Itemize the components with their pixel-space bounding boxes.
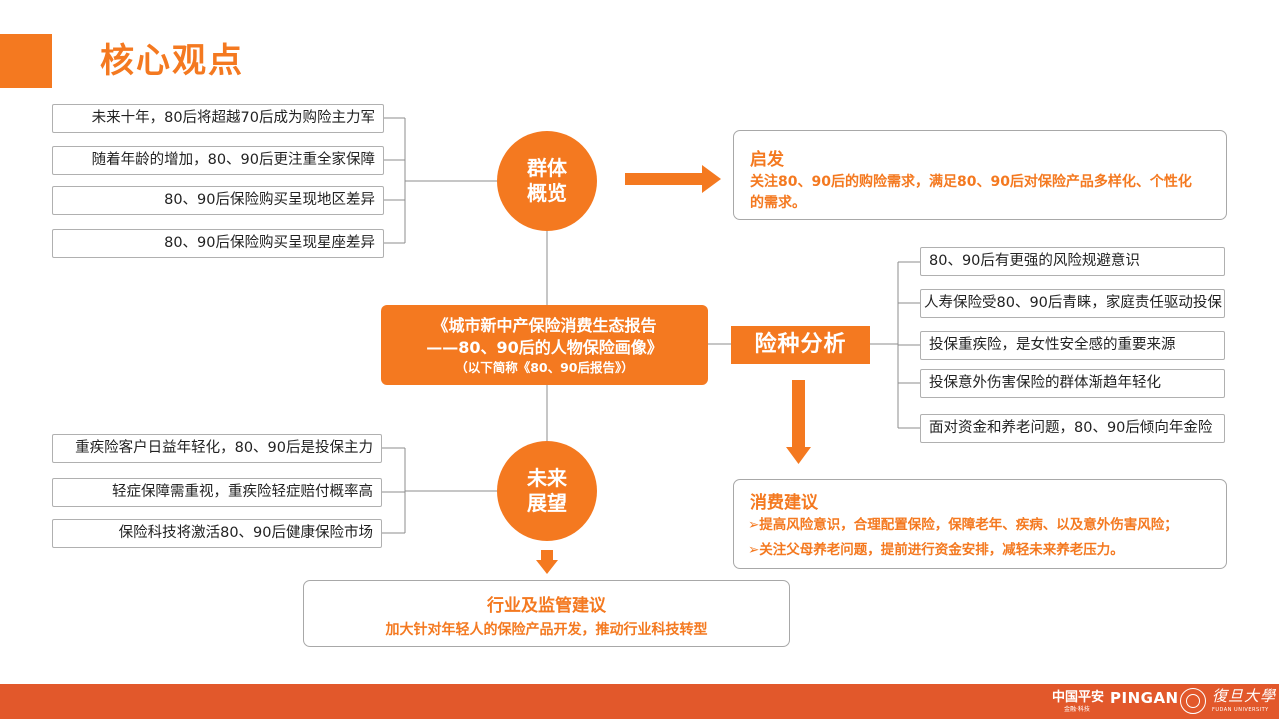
consumer-advice-box: 消费建议 ➢提高风险意识，合理配置保险，保障老年、疾病、以及意外伤害风险； ➢关… (733, 479, 1227, 569)
right-item-1: 80、90后有更强的风险规避意识 (920, 247, 1225, 276)
arrow-right-icon (625, 165, 721, 193)
fudan-seal-icon (1180, 688, 1206, 714)
inspire-heading: 启发 (750, 150, 784, 170)
top-left-item-3: 80、90后保险购买呈现地区差异 (52, 186, 384, 215)
industry-advice-heading: 行业及监管建议 (487, 596, 606, 616)
insurance-analysis-tag: 险种分析 (731, 326, 870, 364)
arrow-down-small-icon (536, 550, 558, 574)
group-overview-line2: 概览 (527, 181, 567, 205)
pingan-logo-sub: 金融·科技 (1064, 706, 1090, 713)
pingan-logo-cn: 中国平安 (1052, 690, 1105, 705)
group-overview-line1: 群体 (527, 156, 567, 180)
future-outlook-circle: 未来 展望 (497, 441, 597, 541)
bottom-left-item-3: 保险科技将激活80、90后健康保险市场 (52, 519, 382, 548)
industry-advice-box: 行业及监管建议 加大针对年轻人的保险产品开发，推动行业科技转型 (303, 580, 790, 647)
report-title-line3: （以下简称《80、90后报告》） (455, 360, 634, 375)
future-outlook-line1: 未来 (527, 466, 567, 490)
fudan-logo: 復旦大學 (1212, 687, 1277, 705)
inspire-box: 启发 关注80、90后的购险需求，满足80、90后对保险产品多样化、个性化的需求… (733, 130, 1227, 220)
arrow-down-icon (786, 380, 811, 464)
page-title: 核心观点 (100, 41, 244, 81)
consumer-advice-item-1: ➢提高风险意识，合理配置保险，保障老年、疾病、以及意外伤害风险； (748, 517, 1178, 533)
footer-bar (0, 684, 1279, 719)
top-left-item-4: 80、90后保险购买呈现星座差异 (52, 229, 384, 258)
right-item-5: 面对资金和养老问题，80、90后倾向年金险 (920, 414, 1225, 443)
future-outlook-line2: 展望 (527, 491, 567, 515)
bottom-left-item-2: 轻症保障需重视，重疾险轻症赔付概率高 (52, 478, 382, 507)
top-left-item-2: 随着年龄的增加，80、90后更注重全家保障 (52, 146, 384, 175)
group-overview-circle: 群体 概览 (497, 131, 597, 231)
fudan-logo-sub: FUDAN UNIVERSITY (1212, 707, 1269, 713)
consumer-advice-item-2: ➢关注父母养老问题，提前进行资金安排，减轻未来养老压力。 (748, 542, 1124, 558)
report-title-line1: 《城市新中产保险消费生态报告 (432, 316, 657, 335)
right-item-3: 投保重疾险，是女性安全感的重要来源 (920, 331, 1225, 360)
industry-advice-text: 加大针对年轻人的保险产品开发，推动行业科技转型 (385, 622, 708, 638)
right-item-2: 人寿保险受80、90后青睐，家庭责任驱动投保 (920, 289, 1225, 318)
report-title-box: 《城市新中产保险消费生态报告 ——80、90后的人物保险画像》 （以下简称《80… (381, 305, 708, 385)
fudan-seal-inner-icon (1186, 694, 1200, 708)
top-left-item-1: 未来十年，80后将超越70后成为购险主力军 (52, 104, 384, 133)
inspire-text: 关注80、90后的购险需求，满足80、90后对保险产品多样化、个性化的需求。 (750, 174, 1192, 211)
right-item-4: 投保意外伤害保险的群体渐趋年轻化 (920, 369, 1225, 398)
pingan-logo-en: PINGAN (1110, 689, 1179, 707)
consumer-advice-heading: 消费建议 (750, 493, 818, 513)
report-title-line2: ——80、90后的人物保险画像》 (426, 338, 663, 357)
bottom-left-item-1: 重疾险客户日益年轻化，80、90后是投保主力 (52, 434, 382, 463)
title-accent-bar (0, 34, 52, 88)
